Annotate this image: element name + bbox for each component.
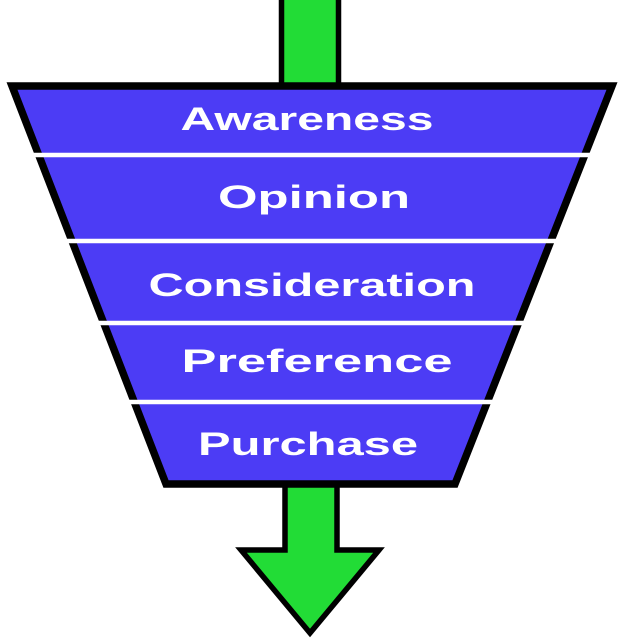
- stage-label-preference: Preference: [182, 343, 453, 379]
- stage-divider: [22, 399, 600, 405]
- stage-divider: [22, 238, 600, 244]
- stage-label-awareness: Awareness: [181, 101, 434, 137]
- stage-label-purchase: Purchase: [198, 426, 418, 462]
- flow-in-arrow-icon: [278, 0, 342, 90]
- flow-out-arrow-icon: [235, 475, 385, 638]
- stage-divider: [22, 320, 600, 326]
- stage-divider: [22, 152, 600, 158]
- funnel-body: [6, 82, 618, 488]
- stage-label-consideration: Consideration: [149, 267, 476, 303]
- stage-label-opinion: Opinion: [218, 179, 410, 215]
